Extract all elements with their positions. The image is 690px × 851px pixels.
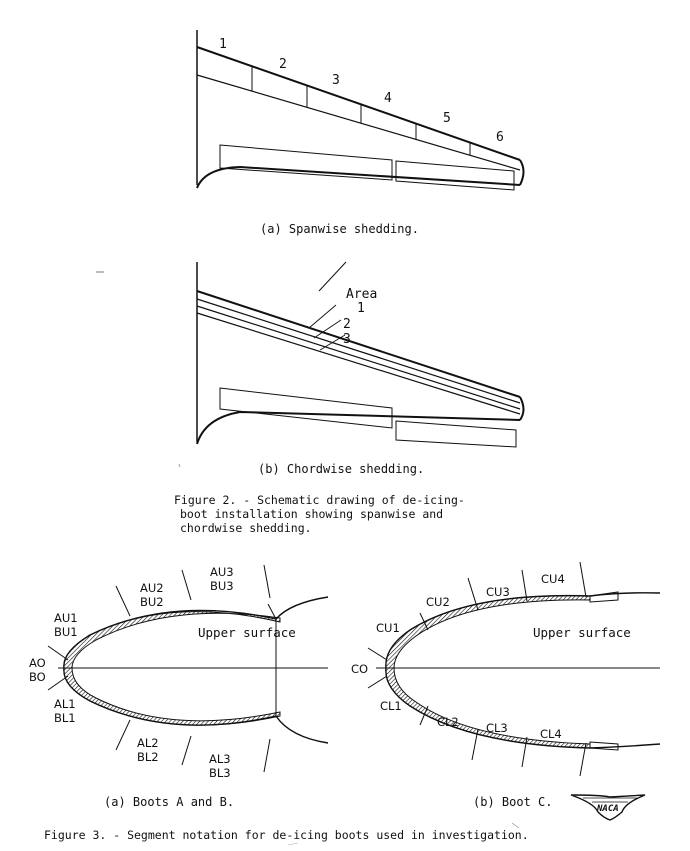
chordwise-label-3: 3: [343, 332, 351, 347]
boots-ab-caption: (a) Boots A and B.: [104, 795, 234, 809]
boots-ab-upper-1b: BU1: [54, 625, 78, 639]
chordwise-flaps: [219, 387, 517, 448]
spanwise-label-3: 3: [332, 73, 340, 88]
boots-ab-upper-surface-label: Upper surface: [198, 625, 296, 640]
boot-c-upper-3: CU3: [486, 585, 510, 599]
boot-c-lower-2: CL2: [437, 715, 459, 729]
chordwise-wing-diagram: Area 1 2 3: [196, 261, 525, 448]
spanwise-label-5: 5: [443, 111, 451, 126]
boots-ab-lower-1b: BL1: [54, 711, 76, 725]
naca-logo-text: NACA: [596, 804, 619, 814]
boots-ab-upper-3b: BU3: [210, 579, 234, 593]
boots-ab-labels: AO BO AU1 BU1 AU2 BU2 AU3 BU3 AL1 BL1 AL…: [29, 565, 296, 780]
figure-2-title-line-2: boot installation showing spanwise and: [180, 507, 443, 521]
boot-c-lower-4: CL4: [540, 727, 562, 741]
spanwise-segment-dividers: [251, 66, 471, 155]
spanwise-label-4: 4: [384, 91, 392, 106]
spanwise-segment-labels: 1 2 3 4 5 6: [219, 37, 504, 145]
boots-ab-leading-label-a: AO: [29, 656, 46, 670]
boot-c-airfoil: CO CU1 CU2 CU3 CU4 CL1 CL2 CL3 CL4 Upper…: [351, 561, 661, 777]
spanwise-label-2: 2: [279, 57, 287, 72]
boots-ab-lower-2b: BL2: [137, 750, 159, 764]
boots-ab-upper-2b: BU2: [140, 595, 164, 609]
figure-2-title: Figure 2. - Schematic drawing of de-icin…: [174, 493, 465, 535]
boots-ab-airfoil: AO BO AU1 BU1 AU2 BU2 AU3 BU3 AL1 BL1 AL…: [29, 564, 329, 780]
boots-ab-upper-2a: AU2: [140, 581, 164, 595]
boot-c-segment-dividers: [367, 561, 587, 777]
boots-ab-lower-3a: AL3: [209, 752, 231, 766]
figure-2-title-line-3: chordwise shedding.: [180, 521, 312, 535]
boot-c-upper-4: CU4: [541, 572, 565, 586]
boots-ab-upper-1a: AU1: [54, 611, 78, 625]
naca-logo: NACA: [570, 794, 646, 821]
boot-c-lower-3: CL3: [486, 721, 508, 735]
boot-c-upper-1: CU1: [376, 621, 400, 635]
spanwise-wing-diagram: 1 2 3 4 5 6: [196, 30, 525, 191]
boot-c-labels: CO CU1 CU2 CU3 CU4 CL1 CL2 CL3 CL4 Upper…: [351, 572, 631, 741]
boot-c-leading-label: CO: [351, 662, 368, 676]
boots-ab-lower-2a: AL2: [137, 736, 159, 750]
spanwise-label-1: 1: [219, 37, 227, 52]
boots-ab-segment-dividers: [47, 564, 271, 773]
boots-ab-lower-3b: BL3: [209, 766, 231, 780]
spanwise-label-6: 6: [496, 130, 504, 145]
chordwise-caption: (b) Chordwise shedding.: [258, 462, 424, 476]
boot-c-upper-2: CU2: [426, 595, 450, 609]
boot-c-caption: (b) Boot C.: [473, 795, 552, 809]
figure-3-title: Figure 3. - Segment notation for de-icin…: [44, 828, 529, 842]
boots-ab-upper-3a: AU3: [210, 565, 234, 579]
boots-ab-lower-1a: AL1: [54, 697, 76, 711]
chordwise-area-heading: Area: [346, 287, 377, 302]
boot-c-upper-surface-label: Upper surface: [533, 625, 631, 640]
chordwise-label-2: 2: [343, 317, 351, 332]
chordwise-area-labels: Area 1 2 3: [343, 287, 377, 347]
scan-artifacts: [96, 271, 520, 846]
chordwise-leader-lines: [308, 261, 347, 351]
figure-2-title-line-1: Figure 2. - Schematic drawing of de-icin…: [174, 493, 465, 507]
chordwise-label-1: 1: [357, 301, 365, 316]
boot-c-lower-1: CL1: [380, 699, 402, 713]
spanwise-flaps: [219, 144, 515, 191]
boots-ab-leading-label-b: BO: [29, 670, 46, 684]
spanwise-caption: (a) Spanwise shedding.: [260, 222, 419, 236]
